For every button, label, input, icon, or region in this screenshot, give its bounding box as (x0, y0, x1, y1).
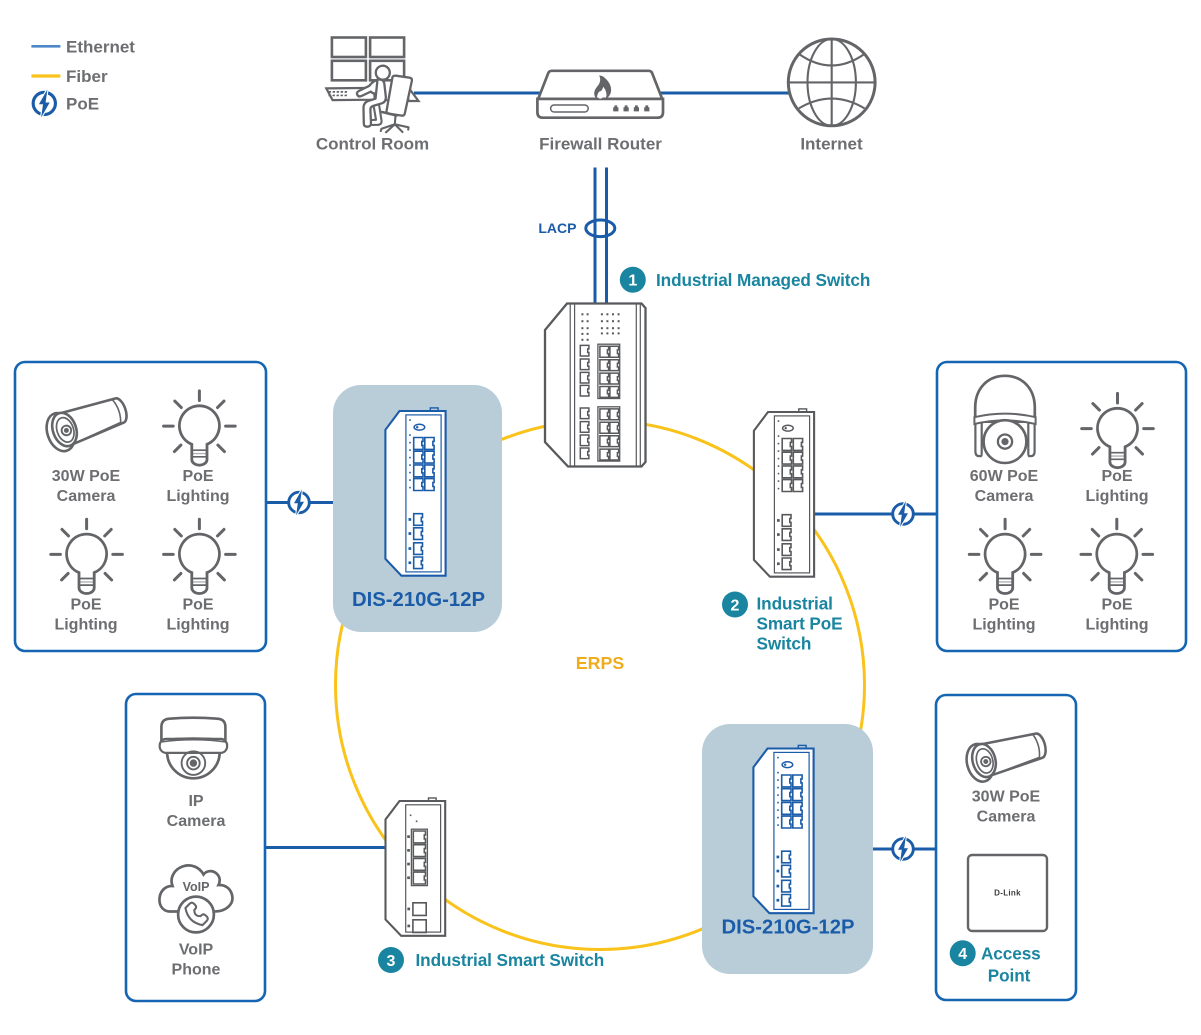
svg-text:1: 1 (628, 273, 637, 290)
svg-text:Lighting: Lighting (166, 488, 229, 505)
svg-text:Camera: Camera (167, 813, 226, 830)
svg-text:PoE: PoE (182, 468, 213, 485)
svg-text:Camera: Camera (977, 809, 1036, 826)
svg-text:VoIP: VoIP (179, 942, 214, 959)
svg-text:Access: Access (981, 943, 1041, 963)
svg-text:Camera: Camera (975, 488, 1034, 505)
svg-text:Fiber: Fiber (66, 67, 108, 86)
svg-text:Camera: Camera (57, 488, 116, 505)
svg-text:Ethernet: Ethernet (66, 37, 135, 56)
svg-text:Phone: Phone (172, 962, 221, 979)
svg-text:30W PoE: 30W PoE (972, 789, 1041, 806)
svg-text:LACP: LACP (538, 220, 576, 236)
svg-text:Firewall Router: Firewall Router (539, 135, 662, 154)
svg-text:Switch: Switch (757, 633, 812, 653)
svg-text:PoE: PoE (1101, 597, 1132, 614)
svg-text:Industrial Smart Switch: Industrial Smart Switch (416, 950, 605, 970)
svg-text:Lighting: Lighting (1085, 617, 1148, 634)
svg-text:PoE: PoE (182, 597, 213, 614)
svg-text:Smart PoE: Smart PoE (757, 613, 843, 633)
svg-text:2: 2 (731, 597, 740, 614)
svg-text:Lighting: Lighting (54, 617, 117, 634)
svg-text:Point: Point (988, 965, 1031, 985)
svg-text:D-Link: D-Link (994, 889, 1021, 898)
svg-text:4: 4 (958, 946, 967, 963)
svg-text:Industrial Managed Switch: Industrial Managed Switch (656, 270, 870, 290)
svg-text:PoE: PoE (988, 597, 1019, 614)
svg-text:DIS-210G-12P: DIS-210G-12P (352, 589, 485, 611)
svg-text:Industrial: Industrial (757, 593, 833, 613)
svg-text:60W PoE: 60W PoE (970, 468, 1039, 485)
svg-text:Lighting: Lighting (972, 617, 1035, 634)
svg-text:Lighting: Lighting (166, 617, 229, 634)
svg-text:Internet: Internet (800, 135, 863, 154)
svg-text:IP: IP (188, 793, 203, 810)
svg-text:PoE: PoE (1101, 468, 1132, 485)
svg-text:VoIP: VoIP (183, 880, 210, 894)
svg-text:30W PoE: 30W PoE (52, 468, 121, 485)
svg-text:PoE: PoE (66, 94, 99, 113)
svg-text:Control Room: Control Room (316, 135, 429, 154)
svg-text:DIS-210G-12P: DIS-210G-12P (721, 917, 854, 939)
svg-text:PoE: PoE (70, 597, 101, 614)
svg-text:3: 3 (387, 953, 396, 970)
svg-text:ERPS: ERPS (576, 653, 625, 673)
svg-text:Lighting: Lighting (1085, 488, 1148, 505)
